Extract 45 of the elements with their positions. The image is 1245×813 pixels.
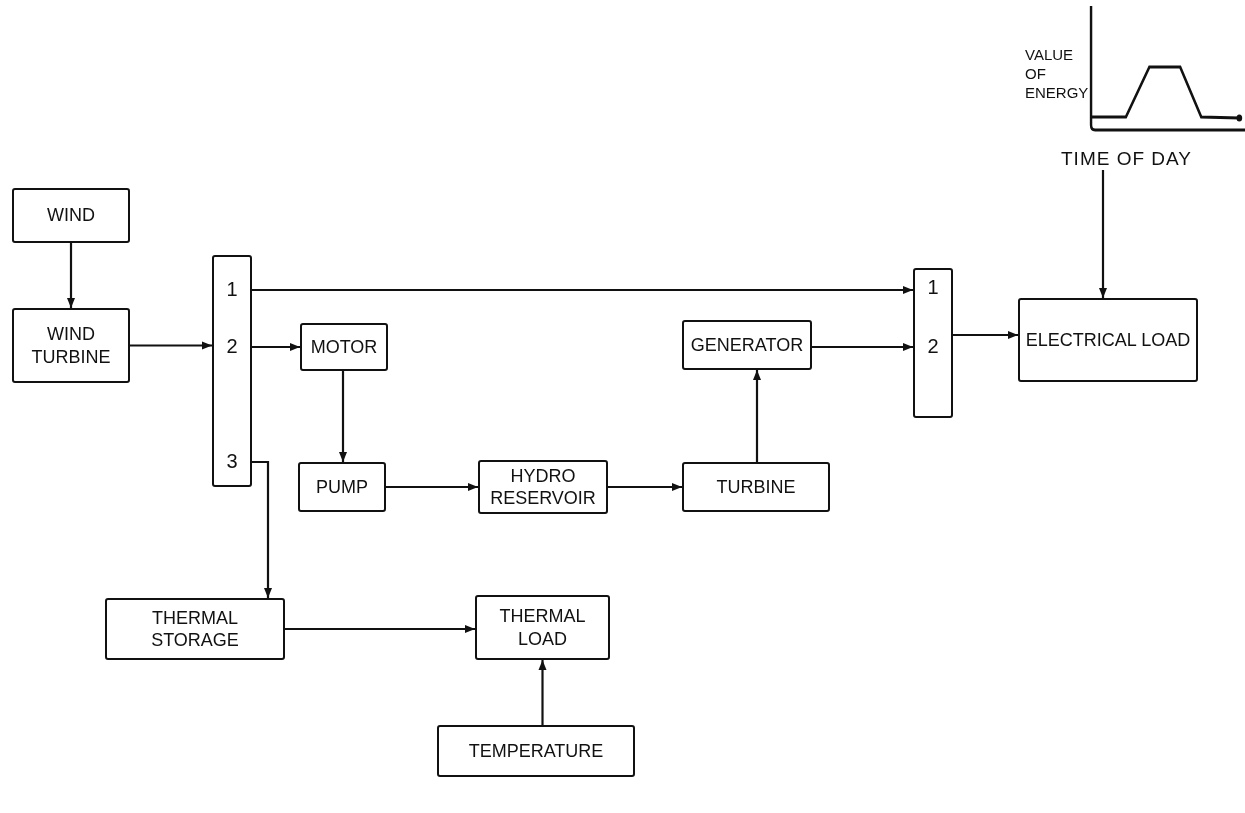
switch-bar <box>913 268 953 418</box>
arrow <box>130 341 212 350</box>
port-number: 3 <box>225 450 239 473</box>
process-box <box>475 595 610 660</box>
process-box <box>12 308 130 383</box>
arrow <box>285 625 475 633</box>
arrow <box>812 343 913 351</box>
arrow <box>386 483 478 491</box>
axis-label: TIME OF DAY <box>1061 147 1192 171</box>
arrow <box>608 483 682 491</box>
process-box <box>298 462 386 512</box>
switch-bar <box>212 255 252 487</box>
arrow <box>252 286 913 294</box>
process-box <box>1018 298 1198 382</box>
box-label: WIND <box>47 204 95 227</box>
box-label: GENERATOR <box>690 333 804 357</box>
arrow <box>538 660 547 725</box>
box-label: TEMPERATURE <box>468 739 604 763</box>
box-label: THERMAL LOAD <box>498 605 587 650</box>
process-box <box>105 598 285 660</box>
arrow <box>753 370 761 462</box>
process-box <box>300 323 388 371</box>
port-number: 2 <box>225 335 239 358</box>
port-number: 1 <box>225 278 239 301</box>
box-label: MOTOR <box>310 335 378 359</box>
arrow <box>339 371 347 462</box>
arrow <box>953 331 1018 339</box>
arrow <box>252 460 272 598</box>
box-label: HYDRO RESERVOIR <box>489 464 597 510</box>
process-box <box>682 462 830 512</box>
process-box <box>12 188 130 243</box>
port-number: 1 <box>926 276 940 299</box>
box-label: TURBINE <box>716 475 796 499</box>
arrow <box>67 243 75 308</box>
process-box <box>682 320 812 370</box>
box-label: PUMP <box>316 475 368 499</box>
axis-label: VALUE OF ENERGY <box>1025 46 1089 103</box>
process-box <box>478 460 608 514</box>
port-number: 2 <box>926 335 940 358</box>
arrow <box>1099 170 1107 298</box>
box-label: ELECTRICAL LOAD <box>1025 328 1191 352</box>
arrow <box>252 343 300 351</box>
box-label: WIND TURBINE <box>30 323 112 368</box>
box-label: THERMAL STORAGE <box>150 606 240 652</box>
process-box <box>437 725 635 777</box>
